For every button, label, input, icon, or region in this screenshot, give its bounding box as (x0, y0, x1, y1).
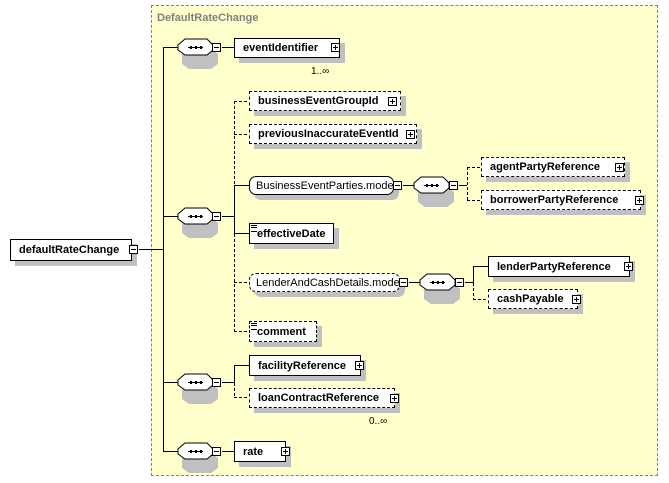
element-borrower-party-reference[interactable]: borrowerPartyReference (481, 190, 641, 210)
collapse-sequence-1-button[interactable] (212, 43, 221, 52)
expand-loan-contract-reference-button[interactable] (390, 394, 399, 403)
expand-rate-button[interactable] (281, 447, 290, 456)
element-label: previousInaccurateEventId (258, 128, 399, 140)
element-comment[interactable]: comment (249, 321, 317, 342)
collapse-root-button[interactable] (129, 245, 138, 254)
cardinality-label: 0..∞ (369, 416, 388, 427)
expand-agent-party-reference-button[interactable] (615, 163, 624, 172)
root-element-label: defaultRateChange (19, 244, 120, 256)
expand-cash-payable-button[interactable] (572, 295, 581, 304)
element-label: effectiveDate (257, 227, 326, 240)
element-label: cashPayable (497, 293, 564, 305)
element-loan-contract-reference[interactable]: loanContractReference (249, 385, 398, 408)
element-facility-reference[interactable]: facilityReference (249, 355, 361, 376)
sequence-compositor-icon (177, 38, 460, 473)
root-element-default-rate-change[interactable]: defaultRateChange (10, 239, 132, 261)
expand-facility-reference-button[interactable] (355, 361, 364, 370)
element-label: rate (243, 445, 264, 458)
group-business-event-parties-model[interactable]: BusinessEventParties.model (249, 176, 397, 195)
complex-type-label: DefaultRateChange (157, 12, 259, 24)
collapse-business-event-parties-button[interactable] (393, 181, 402, 190)
collapse-lender-and-cash-details-button[interactable] (399, 278, 408, 287)
expand-borrower-party-reference-button[interactable] (635, 196, 644, 205)
element-cash-payable[interactable]: cashPayable (488, 289, 578, 309)
element-rate[interactable]: rate (234, 441, 286, 462)
element-label: lenderPartyReference (497, 260, 611, 273)
cardinality-label: 1..∞ (311, 66, 330, 77)
collapse-sequence-2-button[interactable] (212, 212, 221, 221)
element-label: comment (257, 325, 306, 338)
element-previous-inaccurate-event-id[interactable]: previousInaccurateEventId (249, 124, 417, 144)
expand-business-event-group-id-button[interactable] (388, 97, 397, 106)
expand-previous-inaccurate-event-id-button[interactable] (406, 130, 415, 139)
collapse-lacd-sequence-button[interactable] (455, 278, 464, 287)
element-lender-party-reference[interactable]: lenderPartyReference (488, 256, 630, 277)
collapse-sequence-3-button[interactable] (212, 378, 221, 387)
group-label: BusinessEventParties.model (256, 179, 397, 192)
simple-content-icon (251, 323, 257, 330)
expand-event-identifier-button[interactable] (331, 43, 340, 52)
group-label: LenderAndCashDetails.model (256, 276, 403, 289)
group-lender-and-cash-details-model[interactable]: LenderAndCashDetails.model (249, 273, 403, 292)
element-effective-date[interactable]: effectiveDate (249, 223, 334, 244)
element-label: eventIdentifier (243, 42, 319, 54)
element-label: businessEventGroupId (258, 95, 379, 107)
element-label: borrowerPartyReference (490, 194, 619, 206)
element-event-identifier[interactable]: eventIdentifier (234, 35, 343, 58)
element-label: facilityReference (258, 359, 347, 372)
element-business-event-group-id[interactable]: businessEventGroupId (249, 91, 401, 111)
element-label: loanContractReference (258, 392, 380, 404)
collapse-bep-sequence-button[interactable] (449, 181, 458, 190)
element-label: agentPartyReference (490, 161, 601, 173)
collapse-sequence-4-button[interactable] (212, 447, 221, 456)
expand-lender-party-reference-button[interactable] (624, 262, 633, 271)
element-agent-party-reference[interactable]: agentPartyReference (481, 157, 625, 177)
simple-content-icon (251, 225, 257, 232)
